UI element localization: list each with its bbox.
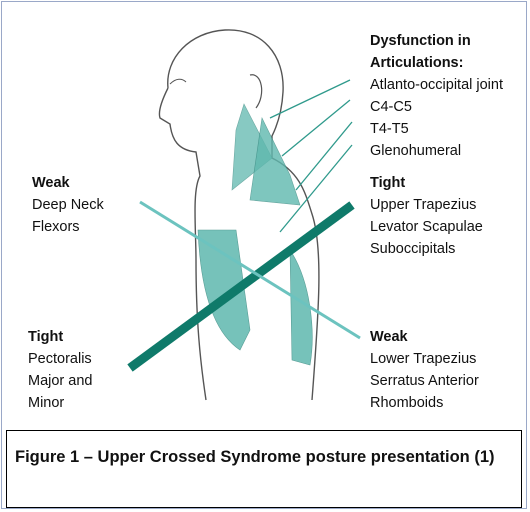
weak-upper-heading: Weak: [32, 172, 104, 194]
weak-lower-item: Lower Trapezius: [370, 348, 479, 370]
weak-lower-item: Serratus Anterior: [370, 370, 479, 392]
figure-caption: Figure 1 – Upper Crossed Syndrome postur…: [6, 430, 522, 508]
tight-upper-heading: Tight: [370, 172, 483, 194]
dysfunction-item: C4-C5: [370, 96, 503, 118]
tight-upper-item: Upper Trapezius: [370, 194, 483, 216]
tight-upper-item: Levator Scapulae: [370, 216, 483, 238]
weak-lower-heading: Weak: [370, 326, 479, 348]
arrow-c4-c5: [282, 100, 350, 156]
weak-lower-group: Weak Lower Trapezius Serratus Anterior R…: [370, 326, 479, 414]
ear: [250, 75, 262, 108]
tight-upper-item: Suboccipitals: [370, 238, 483, 260]
weak-upper-item: Flexors: [32, 216, 104, 238]
dysfunction-heading-line1: Dysfunction in: [370, 30, 503, 52]
tight-upper-group: Tight Upper Trapezius Levator Scapulae S…: [370, 172, 483, 260]
dysfunction-heading-line2: Articulations:: [370, 52, 503, 74]
tight-lower-item: Major and: [28, 370, 92, 392]
dysfunction-item: Atlanto-occipital joint: [370, 74, 503, 96]
tight-lower-item: Pectoralis: [28, 348, 92, 370]
face-line: [170, 79, 186, 84]
dysfunction-item: Glenohumeral: [370, 140, 503, 162]
dysfunction-item: T4-T5: [370, 118, 503, 140]
tight-lower-group: Tight Pectoralis Major and Minor: [28, 326, 92, 414]
caption-text: Figure 1 – Upper Crossed Syndrome postur…: [15, 448, 495, 466]
weak-lower-item: Rhomboids: [370, 392, 479, 414]
weak-upper-item: Deep Neck: [32, 194, 104, 216]
tight-lower-item: Minor: [28, 392, 92, 414]
weak-upper-group: Weak Deep Neck Flexors: [32, 172, 104, 238]
tight-lower-heading: Tight: [28, 326, 92, 348]
dysfunction-group: Dysfunction in Articulations: Atlanto-oc…: [370, 30, 503, 162]
